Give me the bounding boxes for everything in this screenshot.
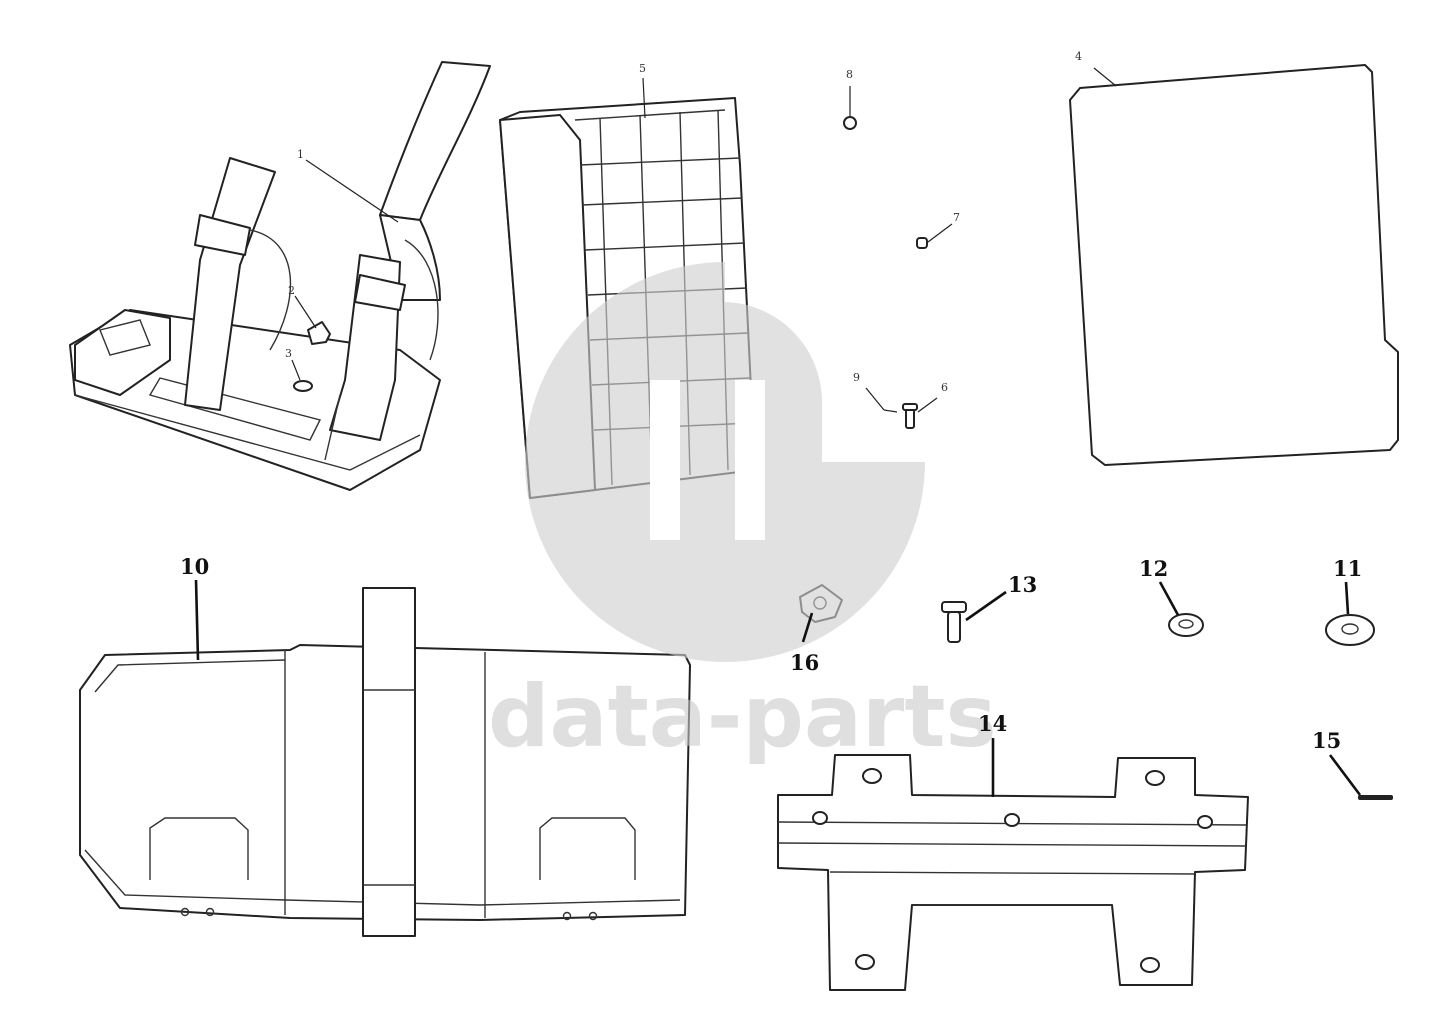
part-4-cover-plate: [1069, 64, 1399, 466]
callout-3: 3: [285, 347, 292, 360]
callout-8: 8: [846, 68, 853, 81]
part-14-mounting-bracket: [777, 754, 1249, 991]
part-12-washer: [1168, 613, 1204, 637]
callout-15: 15: [1312, 728, 1341, 753]
part-7-nut: [916, 237, 928, 249]
part-6-bolt: [902, 403, 918, 429]
part-1-battery-holder: [69, 61, 491, 491]
callout-16: 16: [790, 650, 819, 675]
callout-labels: 1 2 3 4 5 6 7 8 9 10 11 12 13 14 15 16: [180, 50, 1362, 753]
part-2-nut: [307, 321, 331, 345]
watermark-logo: [525, 262, 925, 662]
watermark-text: data-parts: [488, 667, 997, 767]
callout-10: 10: [180, 554, 209, 579]
part-13-bolt: [941, 601, 967, 643]
part-10-battery-tray: [79, 587, 691, 937]
callout-2: 2: [288, 284, 295, 297]
callout-5: 5: [639, 62, 646, 75]
callout-9: 9: [853, 371, 860, 384]
part-8-washer: [843, 116, 857, 130]
callout-6: 6: [941, 381, 948, 394]
part-3-washer: [293, 380, 313, 392]
part-15-pin: [1358, 795, 1393, 800]
callout-1: 1: [297, 148, 304, 161]
leader-lines: [194, 67, 1362, 797]
part-11-washer: [1325, 614, 1375, 646]
callout-11: 11: [1333, 556, 1362, 581]
callout-7: 7: [953, 211, 960, 224]
part-9-pin: [883, 409, 898, 413]
callout-14: 14: [978, 711, 1007, 736]
callout-4: 4: [1075, 50, 1082, 63]
callout-13: 13: [1008, 572, 1037, 597]
callout-12: 12: [1139, 556, 1168, 581]
